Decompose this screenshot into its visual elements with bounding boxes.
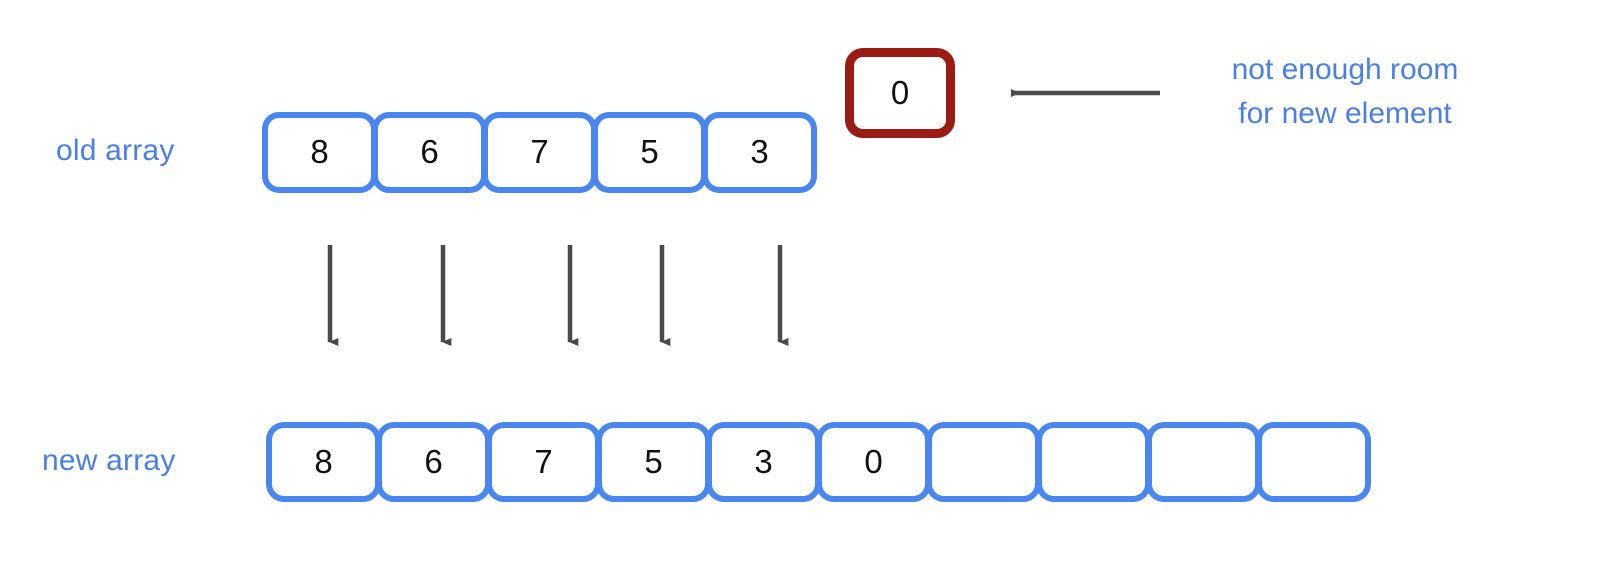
new-array-cell-6 — [926, 422, 1041, 502]
callout-line-2: for new element — [1238, 97, 1452, 131]
old-array-cell-1: 6 — [372, 112, 487, 193]
overflow-cell-value: 0 — [890, 73, 910, 111]
copy-element-arrows — [327, 245, 789, 346]
new-array-cell-3: 5 — [596, 422, 711, 502]
new-array-cell-5: 0 — [816, 422, 931, 502]
cell-value: 8 — [310, 133, 329, 170]
cell-value: 3 — [754, 442, 773, 480]
cell-value: 3 — [750, 133, 769, 170]
new-array-cell-9 — [1256, 422, 1371, 502]
new-array-label: new array — [42, 444, 176, 477]
new-array-cell-4: 3 — [706, 422, 821, 502]
cell-value: 0 — [864, 442, 883, 480]
old-array-cell-0: 8 — [262, 112, 377, 193]
callout-line-1: not enough room — [1231, 53, 1459, 86]
cell-value: 5 — [640, 133, 659, 170]
new-array-cell-2: 7 — [486, 422, 601, 502]
cell-value: 8 — [314, 442, 333, 480]
new-array-cell-7 — [1036, 422, 1151, 502]
new-array-row: 8 6 7 5 3 0 — [266, 422, 1371, 502]
new-array-cell-0: 8 — [266, 422, 381, 502]
cell-value: 6 — [420, 133, 439, 170]
old-array-cell-3: 5 — [592, 112, 707, 193]
cell-value: 7 — [534, 442, 553, 480]
overflow-cell: 0 — [845, 48, 955, 138]
old-array-label: old array — [56, 134, 175, 167]
cell-value: 6 — [424, 442, 443, 480]
old-array-row: 8 6 7 5 3 — [262, 112, 817, 193]
old-array-cell-4: 3 — [702, 112, 817, 193]
new-array-cell-1: 6 — [376, 422, 491, 502]
new-array-cell-8 — [1146, 422, 1261, 502]
cell-value: 7 — [530, 133, 549, 170]
cell-value: 5 — [644, 442, 663, 480]
old-array-cell-2: 7 — [482, 112, 597, 193]
callout-annotation: not enough room for new element — [1200, 48, 1490, 137]
